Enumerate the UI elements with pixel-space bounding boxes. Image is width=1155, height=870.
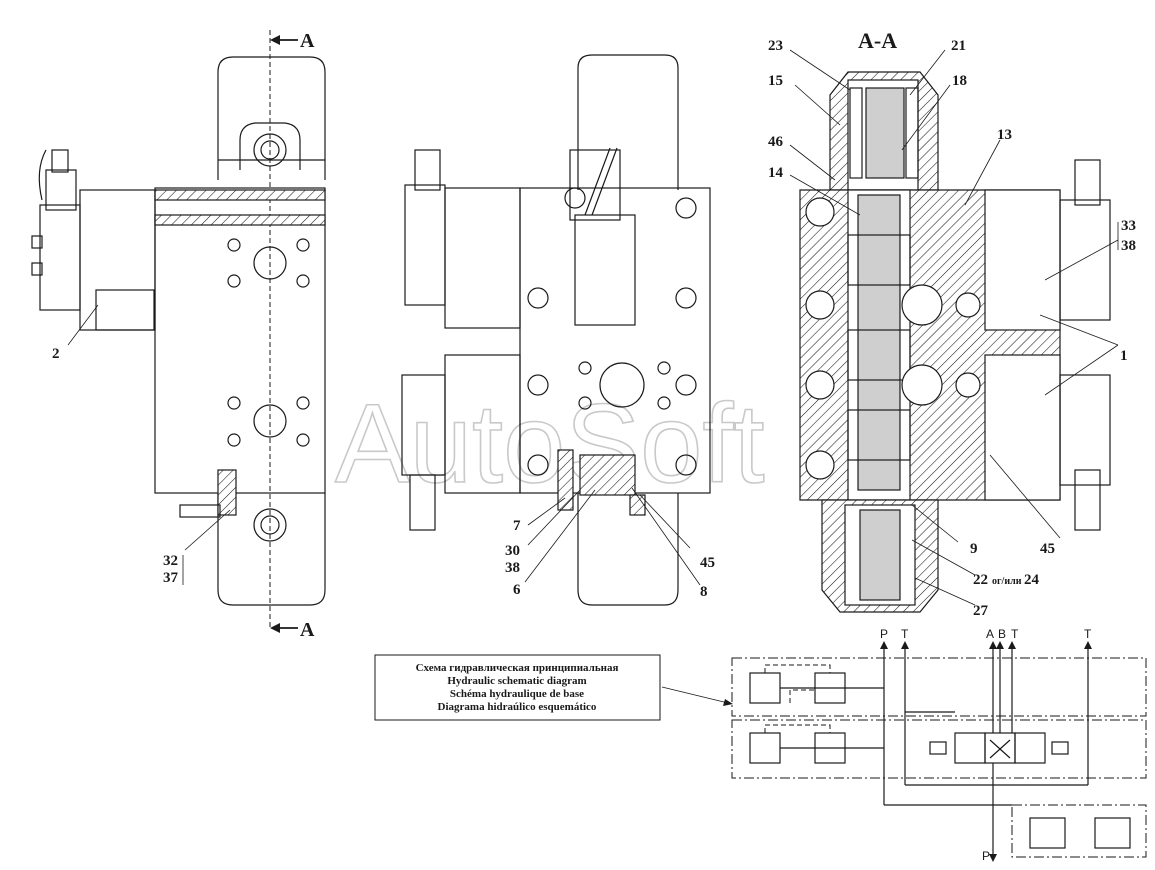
callout-45a: 45 (700, 555, 715, 571)
callout-45b: 45 (1040, 541, 1055, 557)
middle-front-view (401, 54, 711, 606)
callout-21: 21 (951, 38, 966, 54)
caption-fr: Schéma hydraulique de base (450, 688, 584, 700)
callout-30: 30 (505, 543, 520, 559)
callout-22: 22 (973, 572, 988, 588)
callout-24: 24 (1024, 572, 1040, 588)
leader-lines (67, 49, 1119, 606)
callout-1: 1 (1120, 348, 1128, 364)
callout-32: 32 (163, 553, 178, 569)
callout-6: 6 (513, 582, 521, 598)
callout-46: 46 (768, 134, 784, 150)
schematic-caption: Схема гидравлическая принципиальная Hydr… (374, 654, 733, 721)
callout-38b: 38 (1121, 238, 1136, 254)
caption-en: Hydraulic schematic diagram (447, 675, 586, 687)
port-p-top: P (880, 627, 888, 641)
callout-2: 2 (52, 346, 60, 362)
callout-18: 18 (952, 73, 967, 89)
port-p-bottom: P (982, 849, 990, 863)
callout-14: 14 (768, 165, 784, 181)
callout-38a: 38 (505, 560, 520, 576)
callout-27: 27 (973, 603, 989, 619)
caption-ru: Схема гидравлическая принципиальная (416, 662, 619, 674)
section-a-a-view: A-A (799, 28, 1111, 613)
left-side-view: A A (31, 30, 326, 641)
hydraulic-schematic: P T A B T T P (731, 627, 1147, 863)
callout-labels: 2 32 37 7 30 38 6 45 8 23 21 15 18 46 13… (52, 38, 1136, 619)
callout-7: 7 (513, 518, 521, 534)
callout-23: 23 (768, 38, 783, 54)
callout-15: 15 (768, 73, 783, 89)
callout-9: 9 (970, 541, 978, 557)
port-a: A (986, 627, 994, 641)
callout-22-sub: ог/или (992, 576, 1022, 587)
port-b: B (998, 627, 1006, 641)
port-t-right: T (1084, 627, 1092, 641)
callout-33: 33 (1121, 218, 1136, 234)
section-title: A-A (858, 28, 897, 53)
callout-8: 8 (700, 584, 708, 600)
caption-es: Diagrama hidraúlico esquemático (438, 701, 597, 713)
port-t-mid: T (1011, 627, 1019, 641)
section-mark-a-bottom: A (300, 619, 315, 641)
watermark: AutoSoft (335, 381, 765, 506)
section-mark-a-top: A (300, 30, 315, 52)
port-t-top: T (901, 627, 909, 641)
callout-37: 37 (163, 570, 179, 586)
callout-13: 13 (997, 127, 1012, 143)
